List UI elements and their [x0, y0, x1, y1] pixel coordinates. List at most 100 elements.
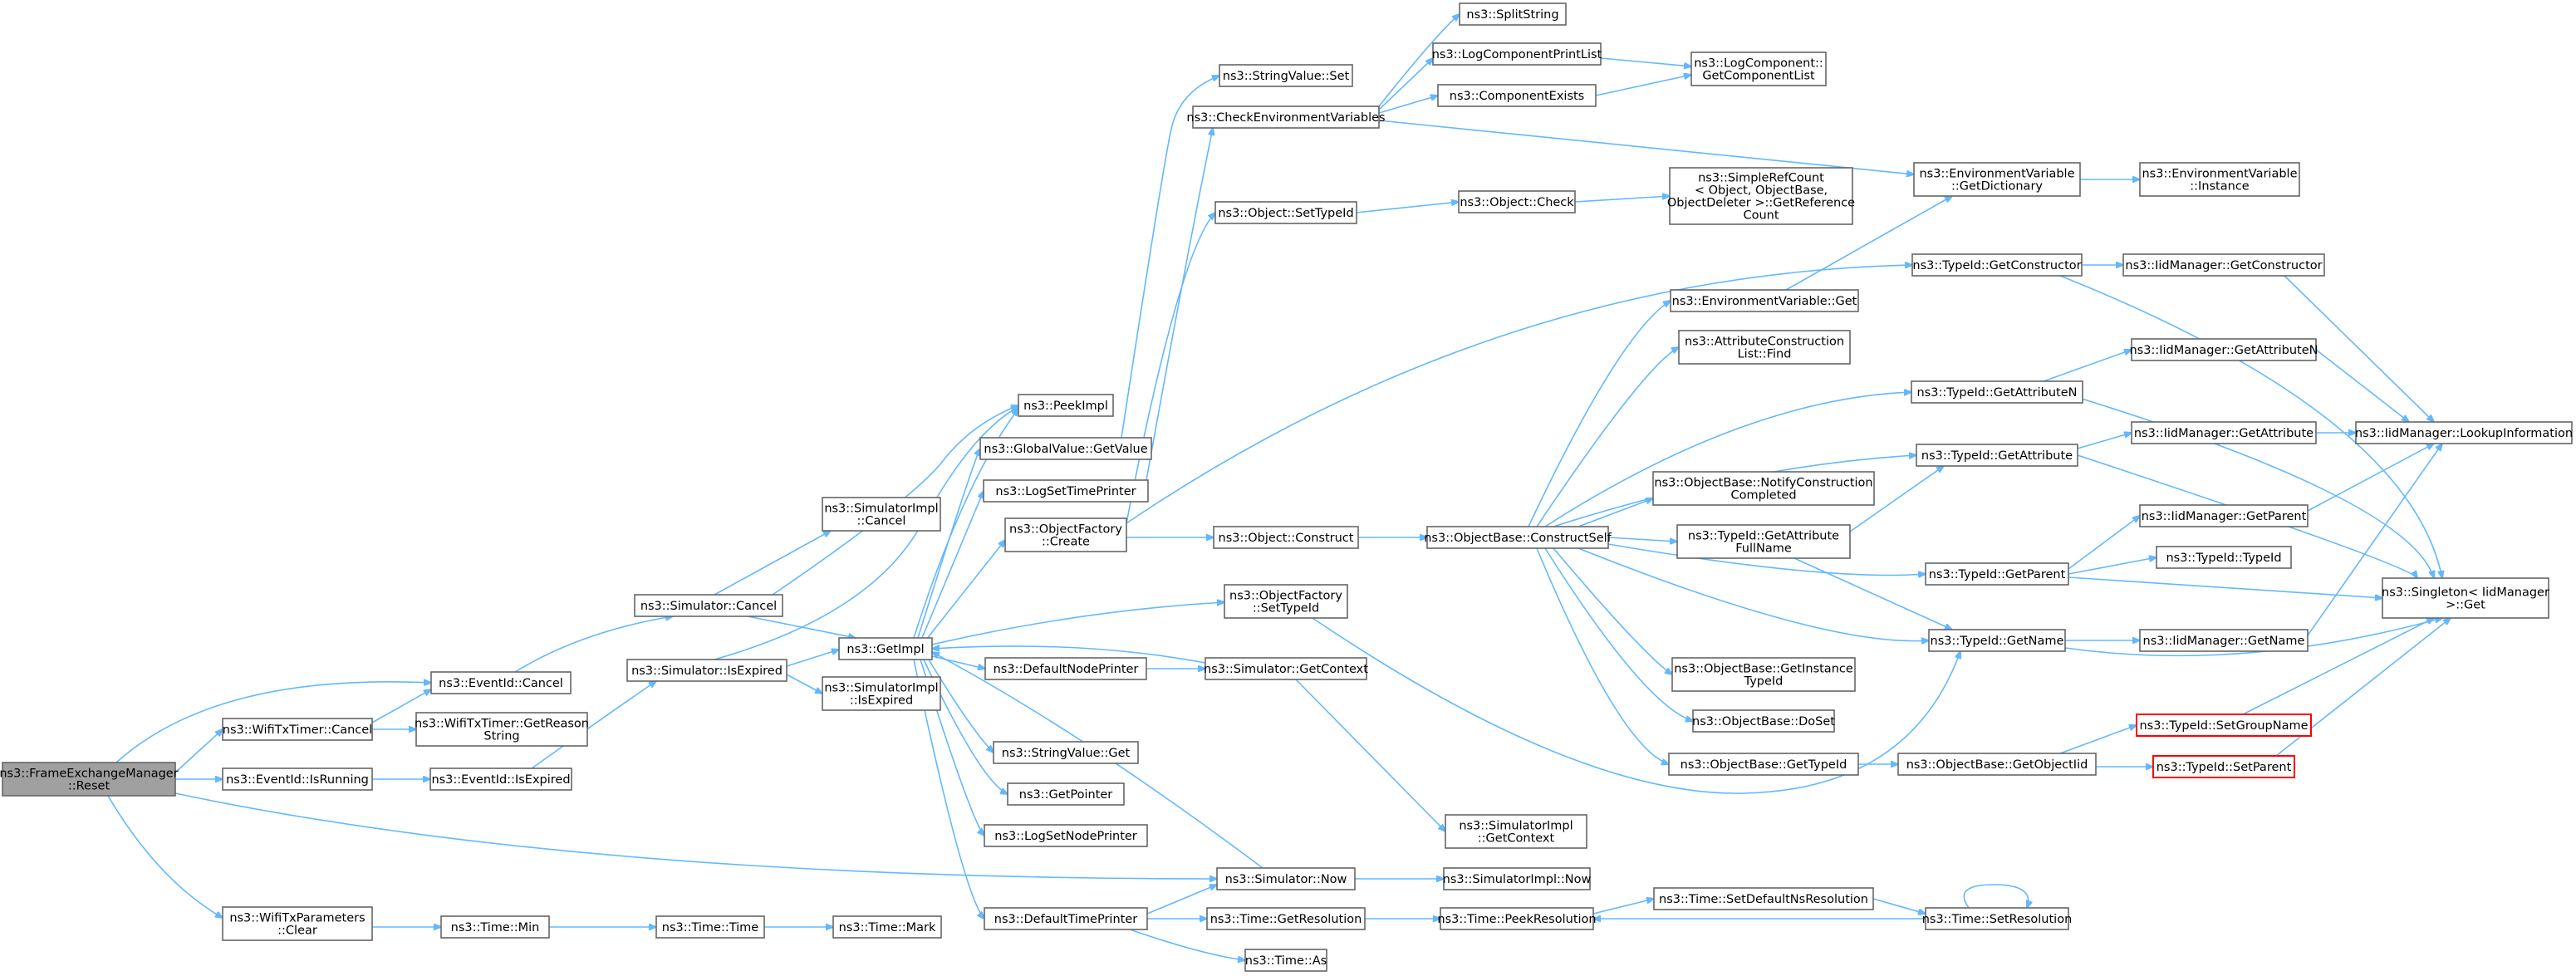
node-simimpl-cancel[interactable]: ns3::SimulatorImpl::Cancel [822, 497, 941, 532]
node-defaultnodeprinter[interactable]: ns3::DefaultNodePrinter [984, 657, 1147, 680]
node-label: ::Reset [68, 780, 110, 793]
edge-iidmanager_getconstructor-to-iidmanager_lookupinformation [2284, 275, 2434, 422]
node-time-time[interactable]: ns3::Time::Time [655, 915, 765, 939]
node-typeid-typeid[interactable]: ns3::TypeId::TypeId [2156, 546, 2292, 569]
edge-typeid_getconstructor-to-singleton_get [2059, 275, 2442, 578]
node-getpointer[interactable]: ns3::GetPointer [1007, 782, 1125, 806]
node-logcomponent-getlist[interactable]: ns3::LogComponent::GetComponentList [1690, 51, 1827, 86]
node-objectbase-doset[interactable]: ns3::ObjectBase::DoSet [1692, 709, 1835, 733]
node-label: ns3::TypeId::GetConstructor [1912, 259, 2081, 272]
node-time-mark[interactable]: ns3::Time::Mark [832, 915, 942, 939]
node-envvar-instance[interactable]: ns3::EnvironmentVariable::Instance [2139, 162, 2300, 197]
node-wifitxtimer-cancel[interactable]: ns3::WifiTxTimer::Cancel [222, 718, 373, 741]
edge-objectbase_constructself-to-envvar_get [1528, 301, 1671, 527]
node-checkenvvars[interactable]: ns3::CheckEnvironmentVariables [1186, 105, 1386, 129]
node-iidmanager-getconstructor[interactable]: ns3::IidManager::GetConstructor [2122, 253, 2325, 277]
node-peekimpl[interactable]: ns3::PeekImpl [1018, 394, 1114, 417]
node-box [822, 497, 941, 532]
node-label: ns3::Time::Time [662, 921, 759, 934]
node-time-min[interactable]: ns3::Time::Min [440, 915, 550, 939]
edge-objectfactory_create-to-object_settypeid [1126, 213, 1215, 524]
node-eventid-isexpired[interactable]: ns3::EventId::IsExpired [429, 768, 572, 791]
node-box [1437, 84, 1597, 107]
node-label: ::Cancel [857, 515, 906, 528]
node-typeid-setparent[interactable]: ns3::TypeId::SetParent [2152, 755, 2295, 778]
node-time-setresolution[interactable]: ns3::Time::SetResolution [1922, 907, 2073, 930]
node-componentexists[interactable]: ns3::ComponentExists [1437, 84, 1597, 107]
node-sim-getcontext[interactable]: ns3::Simulator::GetContext [1204, 657, 1368, 680]
edge-typeid_getname-to-singleton_get [2064, 618, 2442, 657]
node-typeid-getconstructor[interactable]: ns3::TypeId::GetConstructor [1911, 253, 2083, 277]
edge-object_check-to-simplerefcount [1574, 196, 1670, 203]
node-typeid-setgroupname[interactable]: ns3::TypeId::SetGroupName [2136, 714, 2312, 737]
node-iidmanager-getname[interactable]: ns3::IidManager::GetName [2139, 629, 2309, 652]
node-time-peekresolution[interactable]: ns3::Time::PeekResolution [1437, 907, 1597, 930]
node-simimpl-getcontext[interactable]: ns3::SimulatorImpl::GetContext [1445, 814, 1587, 849]
node-objectfactory-settypeid[interactable]: ns3::ObjectFactory::SetTypeId [1224, 584, 1348, 619]
node-box [983, 479, 1149, 503]
node-globalvalue-getvalue[interactable]: ns3::GlobalValue::GetValue [979, 437, 1152, 460]
edge-root-to-wifitxtimer_cancel [174, 729, 223, 773]
node-label: ns3::LogComponent:: [1694, 57, 1823, 71]
node-label: ns3::StringValue::Get [1002, 747, 1131, 760]
node-objectbase-gettypeid[interactable]: ns3::ObjectBase::GetTypeId [1668, 753, 1859, 776]
node-wifitxparams-clear[interactable]: ns3::WifiTxParameters::Clear [222, 906, 373, 941]
node-simimpl-isexpired[interactable]: ns3::SimulatorImpl::IsExpired [822, 676, 941, 711]
node-splitstring[interactable]: ns3::SplitString [1459, 2, 1567, 26]
node-label: ns3::CheckEnvironmentVariables [1186, 111, 1385, 125]
node-eventid-cancel[interactable]: ns3::EventId::Cancel [430, 671, 572, 694]
node-label: ns3::ObjectBase::GetObjectIid [1906, 758, 2088, 772]
node-getimpl[interactable]: ns3::GetImpl [838, 637, 933, 660]
node-iidmanager-getattribute[interactable]: ns3::IidManager::GetAttribute [2131, 421, 2317, 444]
node-objectbase-getobjectiid[interactable]: ns3::ObjectBase::GetObjectIid [1897, 753, 2097, 776]
node-logsettimeprinter[interactable]: ns3::LogSetTimePrinter [983, 479, 1149, 503]
node-logcomponentprintlist[interactable]: ns3::LogComponentPrintList [1432, 42, 1602, 66]
node-envvar-get[interactable]: ns3::EnvironmentVariable::Get [1670, 289, 1859, 312]
node-stringvalue-set[interactable]: ns3::StringValue::Set [1219, 64, 1353, 87]
node-logsetnodeprinter[interactable]: ns3::LogSetNodePrinter [984, 824, 1148, 847]
node-iidmanager-getparent[interactable]: ns3::IidManager::GetParent [2139, 504, 2309, 527]
node-root[interactable]: ns3::FrameExchangeManager::Reset [0, 762, 179, 797]
node-time-getresolution[interactable]: ns3::Time::GetResolution [1206, 907, 1366, 930]
node-box [979, 437, 1152, 460]
node-iidmanager-getattributen[interactable]: ns3::IidManager::GetAttributeN [2129, 338, 2318, 361]
node-typeid-getattributen[interactable]: ns3::TypeId::GetAttributeN [1911, 380, 2083, 404]
node-envvar-getdictionary[interactable]: ns3::EnvironmentVariable::GetDictionary [1913, 162, 2081, 197]
node-stringvalue-get[interactable]: ns3::StringValue::Get [993, 741, 1139, 764]
node-eventid-isrunning[interactable]: ns3::EventId::IsRunning [222, 768, 373, 791]
node-typeid-getname[interactable]: ns3::TypeId::GetName [1928, 629, 2066, 652]
node-object-check[interactable]: ns3::Object::Check [1458, 190, 1576, 213]
node-label: ns3::ObjectBase::ConstructSelf [1424, 532, 1612, 545]
node-typeid-getparent[interactable]: ns3::TypeId::GetParent [1925, 562, 2069, 586]
node-simplerefcount[interactable]: ns3::SimpleRefCount< Object, ObjectBase,… [1667, 167, 1855, 225]
node-object-construct[interactable]: ns3::Object::Construct [1213, 526, 1359, 549]
node-label: ::SetTypeId [1253, 602, 1319, 616]
node-objectfactory-create[interactable]: ns3::ObjectFactory::Create [1004, 517, 1127, 552]
node-box [1911, 253, 2083, 277]
node-iidmanager-lookupinformation[interactable]: ns3::IidManager::LookupInformation [2355, 421, 2573, 444]
node-time-setdefaultnsresolution[interactable]: ns3::Time::SetDefaultNsResolution [1653, 887, 1874, 910]
node-box [2355, 421, 2573, 444]
node-time-as[interactable]: ns3::Time::As [1244, 949, 1327, 972]
node-simimpl-now[interactable]: ns3::SimulatorImpl::Now [1443, 867, 1592, 890]
node-objectbase-constructself[interactable]: ns3::ObjectBase::ConstructSelf [1424, 526, 1612, 549]
node-typeid-getattribute[interactable]: ns3::TypeId::GetAttribute [1916, 444, 2078, 467]
node-label: ns3::TypeId::GetAttributeN [1916, 386, 2077, 400]
node-sim-cancel[interactable]: ns3::Simulator::Cancel [634, 594, 783, 617]
node-label: ns3::ComponentExists [1450, 90, 1585, 103]
node-label: ::GetDictionary [1951, 180, 2043, 194]
edge-getimpl-to-objectfactory_settypeid [931, 602, 1224, 645]
node-box [1652, 471, 1875, 506]
node-sim-now[interactable]: ns3::Simulator::Now [1216, 867, 1356, 890]
node-defaulttimeprinter[interactable]: ns3::DefaultTimePrinter [984, 907, 1148, 930]
node-label: ns3::Time::PeekResolution [1437, 913, 1596, 926]
node-objectbase-notify[interactable]: ns3::ObjectBase::NotifyConstructionCompl… [1652, 471, 1875, 506]
node-singleton-get[interactable]: ns3::Singleton< IidManager>::Get [2382, 577, 2549, 619]
node-sim-isexpired[interactable]: ns3::Simulator::IsExpired [626, 659, 788, 682]
node-object-settypeid[interactable]: ns3::Object::SetTypeId [1214, 201, 1357, 224]
